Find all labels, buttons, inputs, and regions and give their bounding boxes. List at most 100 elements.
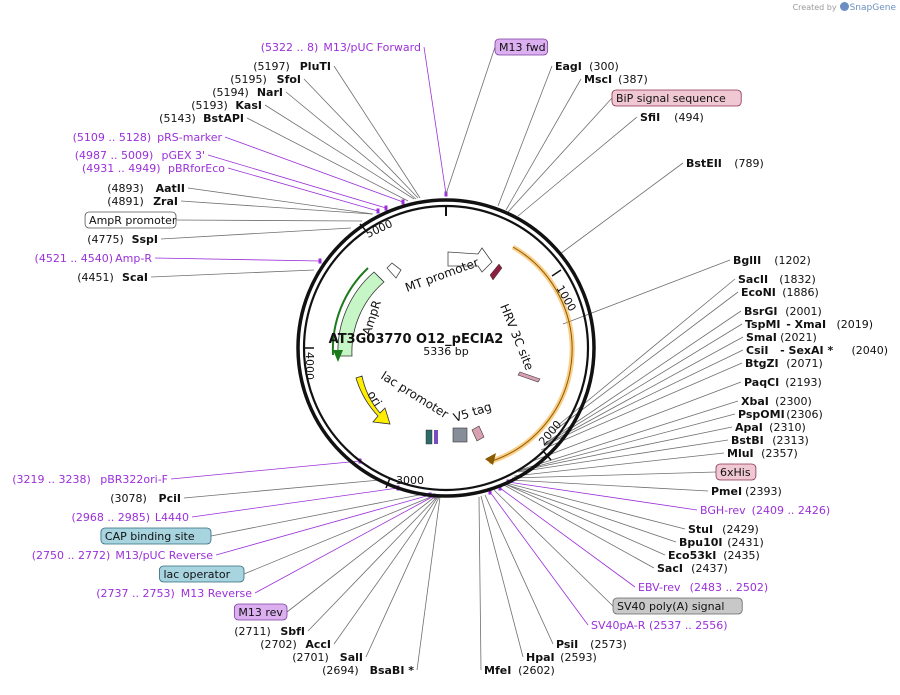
map-label-m13rev-p[interactable]: M13 Reverse(2737 .. 2753) [96, 587, 252, 600]
map-label-tspMI[interactable]: TspMI- XmaI(2019) [745, 318, 873, 331]
map-label-scaI[interactable]: ScaI(4451) [77, 271, 148, 284]
leader-line-aatII [187, 187, 374, 215]
map-label-pbr[interactable]: pBRforEco(4931 .. 4949) [82, 162, 225, 175]
v5-tag-feature[interactable] [452, 427, 468, 443]
site-name-bglII: BglII [733, 254, 761, 267]
hrv-feature[interactable] [517, 371, 541, 383]
leader-line-bstEII [559, 162, 684, 255]
site-name-pciI: PciI [159, 492, 181, 505]
ampr-feature[interactable] [337, 271, 385, 357]
map-label-m13pucrev[interactable]: M13/pUC Reverse(2750 .. 2772) [32, 549, 213, 562]
map-label-kasI[interactable]: KasI(5193) [191, 99, 262, 112]
map-label-mluI[interactable]: MluI(2357) [727, 447, 798, 460]
map-label-bsaBI[interactable]: BsaBI *(2694) [322, 664, 414, 677]
m13rev-feature[interactable] [434, 430, 438, 444]
site-name-eco53kI: Eco53kI [668, 549, 716, 562]
site-name-bstEII: BstEII [686, 157, 722, 170]
map-label-sbfI[interactable]: SbfI(2711) [234, 625, 305, 638]
mt-promoter-feature[interactable] [447, 247, 493, 273]
map-label-sfiI[interactable]: SfiI(494) [640, 111, 704, 124]
map-label-prs[interactable]: pRS-marker(5109 .. 5128) [73, 131, 223, 144]
map-label-pluTI[interactable]: PluTI(5197) [253, 60, 331, 73]
map-label-hpaI[interactable]: HpaI(2593) [526, 651, 597, 664]
map-label-aatII[interactable]: AatII(4893) [107, 182, 185, 195]
map-label-sacI[interactable]: SacI(2437) [657, 562, 728, 575]
map-label-pmeI[interactable]: PmeI(2393) [711, 485, 782, 498]
leader-line-bip [507, 97, 613, 213]
map-label-btgZI[interactable]: BtgZI(2071) [745, 357, 823, 370]
map-label-bsrGI[interactable]: BsrGI(2001) [744, 305, 822, 318]
leader-line-bgh [507, 481, 698, 511]
map-label-ampRprom[interactable]: AmpR promoter [84, 211, 177, 229]
map-label-pbr322[interactable]: pBR322ori-F(3219 .. 3238) [12, 473, 168, 486]
map-label-cap[interactable]: CAP binding site [100, 527, 212, 545]
primer-name-m13rev-p: M13 Reverse [181, 587, 252, 600]
site-pos-mluI: (2357) [761, 447, 798, 460]
primer-range-sv40pAR: (2537 .. 2556) [649, 619, 728, 632]
map-label-accI[interactable]: AccI(2702) [260, 638, 331, 651]
map-label-bglII[interactable]: BglII(1202) [733, 254, 811, 267]
map-label-bstAPI[interactable]: BstAPI(5143) [159, 112, 244, 125]
ampr-promoter-feature[interactable] [386, 262, 402, 279]
ori-feature[interactable] [355, 375, 391, 425]
map-label-sacII[interactable]: SacII(1832) [738, 273, 816, 286]
map-label-mfeI[interactable]: MfeI(2602) [484, 664, 555, 677]
map-label-zraI[interactable]: ZraI(4891) [107, 195, 178, 208]
map-label-stuI[interactable]: StuI(2429) [688, 523, 759, 536]
leader-line-m13rev-p [254, 495, 435, 594]
map-label-his[interactable]: 6xHis [715, 463, 757, 481]
lac-feature[interactable] [425, 429, 433, 445]
map-label-mscI[interactable]: MscI(387) [584, 73, 648, 86]
map-label-lacop[interactable]: lac operator [159, 565, 245, 583]
map-label-l4440[interactable]: L4440(2968 .. 2985) [72, 511, 189, 524]
map-label-psiI[interactable]: PsiI(2573) [556, 638, 627, 651]
map-label-ebv[interactable]: EBV-rev(2483 .. 2502) [638, 581, 768, 594]
map-label-m13rev[interactable]: M13 rev [233, 603, 288, 621]
map-label-sspI[interactable]: SspI(4775) [87, 233, 158, 246]
map-label-sv40pAR[interactable]: SV40pA-R(2537 .. 2556) [591, 619, 728, 632]
map-label-bstEII[interactable]: BstEII(789) [686, 157, 764, 170]
site-pos-mscI: (387) [618, 73, 648, 86]
map-label-pspOMI[interactable]: PspOMI(2306) [738, 408, 823, 421]
site-name-bpu10I: Bpu10I [679, 536, 723, 549]
leader-line-pgex [207, 154, 387, 209]
bip-feature[interactable] [489, 263, 503, 281]
site-name-xbaI: XbaI [741, 395, 769, 408]
map-label-pgex[interactable]: pGEX 3'(4987 .. 5009) [75, 149, 205, 162]
map-label-paqCI[interactable]: PaqCI(2193) [744, 376, 822, 389]
map-label-sv40pa[interactable]: SV40 poly(A) signal [612, 597, 743, 615]
plasmid-length: 5336 bp [423, 345, 468, 358]
snapgene-brand[interactable]: SnapGene [849, 3, 896, 13]
map-label-sfoI[interactable]: SfoI(5195) [230, 73, 301, 86]
map-label-bstBI[interactable]: BstBI(2313) [731, 434, 809, 447]
map-label-salI[interactable]: SalI(2701) [292, 651, 363, 664]
leader-line-hpaI [480, 495, 524, 658]
site-pos-apaI: (2310) [769, 421, 806, 434]
map-label-narI[interactable]: NarI(5194) [212, 86, 283, 99]
site-name-stuI: StuI [688, 523, 713, 536]
map-label-m13-pucfwd[interactable]: M13/pUC Forward(5322 .. 8) [261, 41, 421, 54]
map-label-pciI[interactable]: PciI(3078) [110, 492, 181, 505]
site-pos-narI: (5194) [212, 86, 249, 99]
map-label-xbaI[interactable]: XbaI (2300) [741, 395, 812, 408]
map-label-ecoNI[interactable]: EcoNI(1886) [741, 286, 819, 299]
leader-line-m13-pucfwd [423, 46, 447, 195]
leader-line-m13fwd [445, 46, 496, 195]
site-pos-xbaI: (2300) [775, 395, 812, 408]
leader-line-sfiI [517, 116, 638, 217]
primer-range-m13-pucfwd: (5322 .. 8) [261, 41, 319, 54]
map-label-ampR[interactable]: Amp-R(4521 .. 4540) [35, 252, 153, 265]
map-label-smaI[interactable]: SmaI(2021) [746, 331, 817, 344]
map-label-m13fwd[interactable]: M13 fwd [494, 38, 549, 56]
map-label-bgh[interactable]: BGH-rev(2409 .. 2426) [700, 504, 830, 517]
primer-name-bgh: BGH-rev [700, 504, 746, 517]
map-label-apaI[interactable]: ApaI(2310) [735, 421, 806, 434]
his-feature[interactable] [471, 425, 485, 442]
leader-line-ealI [497, 65, 553, 207]
label-text-m13rev: M13 rev [238, 606, 283, 619]
map-label-csiI[interactable]: CsiI- SexAI *(2040) [746, 344, 888, 357]
map-label-eco53kI[interactable]: Eco53kI(2435) [668, 549, 760, 562]
map-label-bip[interactable]: BiP signal sequence [611, 89, 742, 107]
map-label-ealI[interactable]: EagI(300) [555, 60, 619, 73]
map-label-bpu10I[interactable]: Bpu10I(2431) [679, 536, 764, 549]
